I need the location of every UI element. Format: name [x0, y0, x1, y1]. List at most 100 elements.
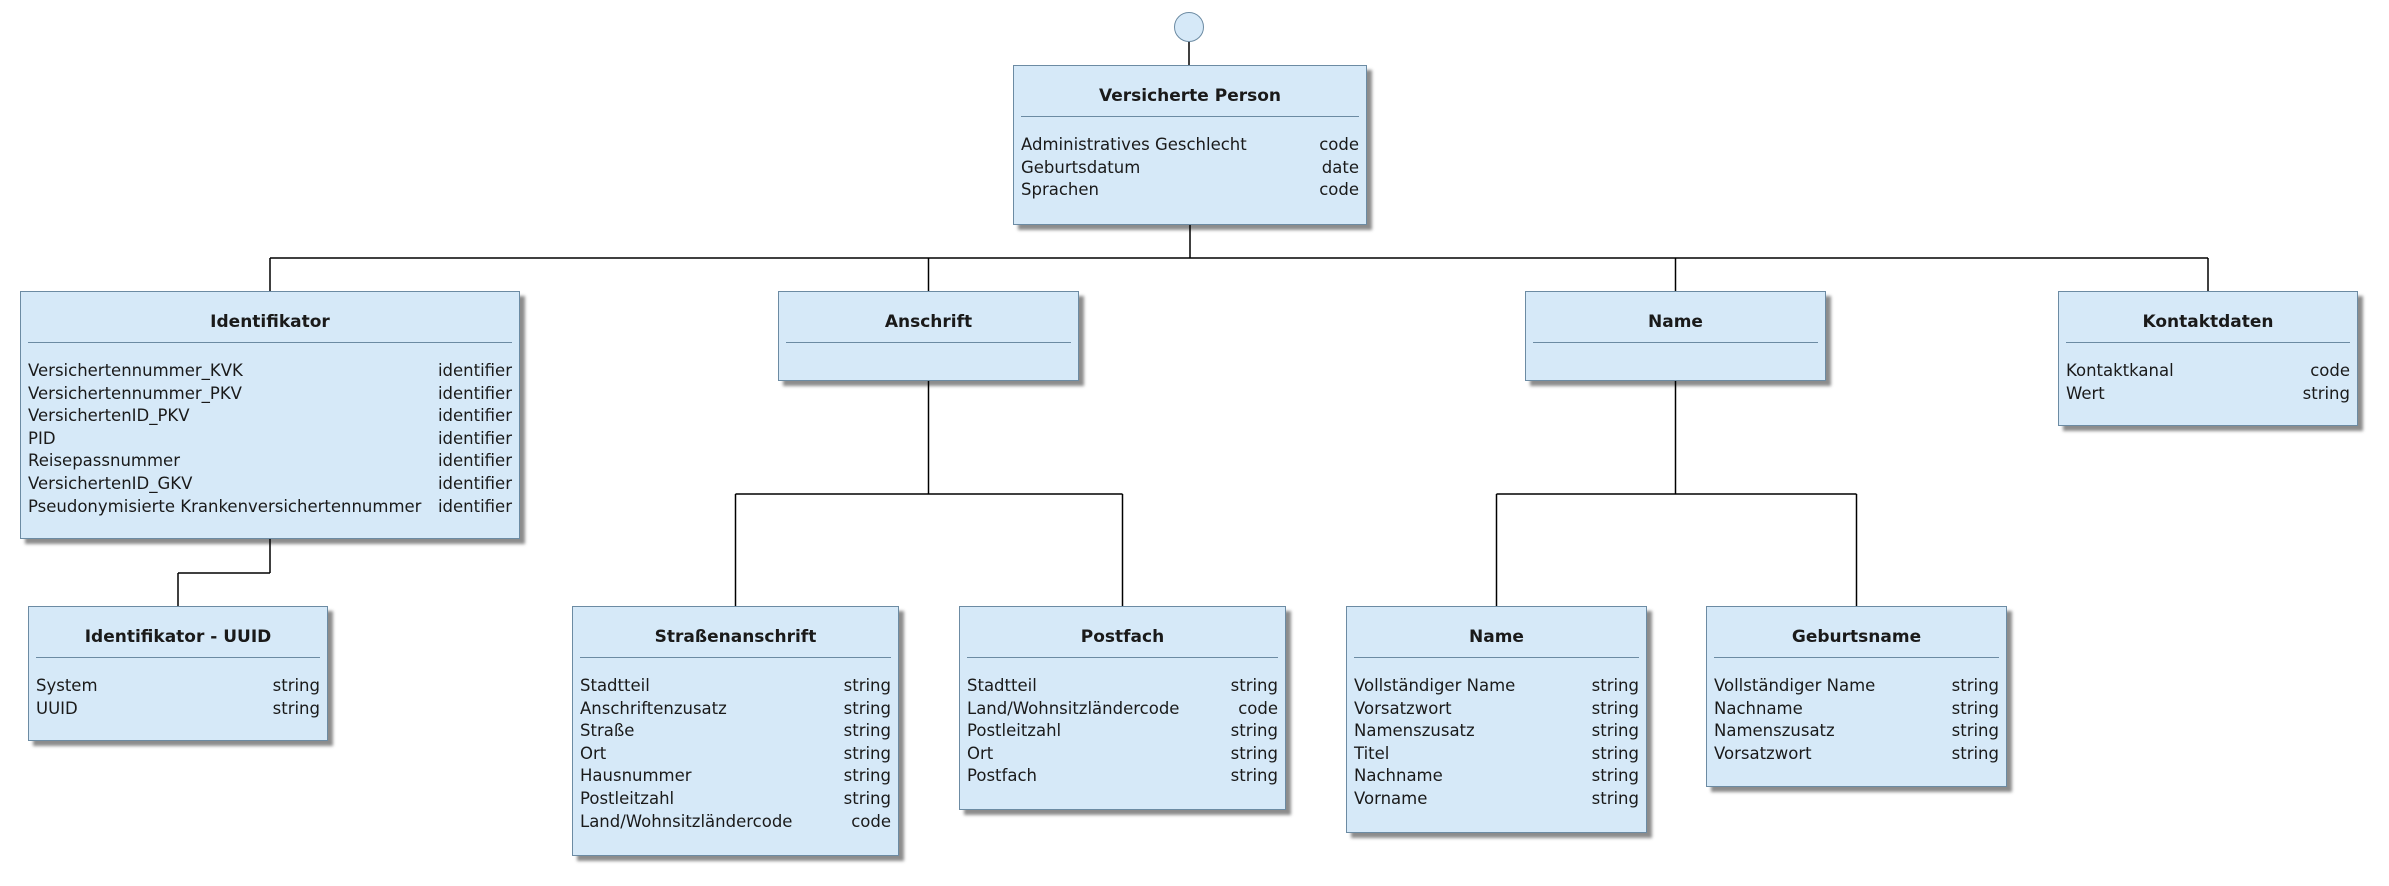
attribute-name: Postleitzahl [967, 721, 1062, 741]
attribute-type: string [1230, 721, 1278, 741]
class-anschrift[interactable]: Anschrift [778, 291, 1079, 381]
attribute-name: Vorname [1354, 788, 1428, 808]
attribute-type: string [843, 676, 891, 695]
attribute-row: Namenszusatz string [1354, 720, 1639, 743]
attribute-type: date [1321, 157, 1359, 177]
attribute-row: Vollständiger Name string [1714, 675, 1999, 698]
attribute-type: string [843, 698, 891, 718]
attribute-name: Vorsatzwort [1714, 743, 1812, 763]
attribute-name: PID [28, 428, 56, 448]
class-title: Identifikator [28, 312, 512, 343]
attribute-name: UUID [36, 698, 78, 718]
attribute-type: string [1591, 743, 1639, 763]
attribute-type: code [1319, 135, 1359, 154]
attribute-name: Namenszusatz [1354, 721, 1475, 741]
attribute-name: Reisepassnummer [28, 451, 180, 471]
attribute-row: Straße string [580, 720, 891, 743]
attribute-type: identifier [437, 473, 512, 493]
class-geburtsname[interactable]: Geburtsname Vollständiger Name string Nac… [1706, 606, 2007, 787]
attribute-name: Versichertennummer_KVK [28, 361, 243, 380]
class-title: Straßenanschrift [580, 627, 891, 658]
class-name[interactable]: Name [1525, 291, 1826, 381]
attribute-name: Vollständiger Name [1714, 676, 1876, 695]
attribute-name: Land/Wohnsitzländercode [967, 698, 1180, 718]
attribute-type: identifier [437, 406, 512, 426]
attribute-name: Postleitzahl [580, 788, 675, 808]
class-title: Anschrift [786, 312, 1071, 343]
attribute-row: Pseudonymisierte Krankenversichertennumm… [28, 496, 512, 519]
class-versicherte-person[interactable]: Versicherte Person Administratives Gesch… [1013, 65, 1367, 225]
attribute-type: string [1951, 721, 1999, 741]
attribute-name: Namenszusatz [1714, 721, 1835, 741]
attribute-name: Sprachen [1021, 180, 1099, 200]
class-title: Geburtsname [1714, 627, 1999, 658]
attribute-row: Namenszusatz string [1714, 720, 1999, 743]
attribute-type: string [1230, 676, 1278, 695]
attribute-row: Reisepassnummer identifier [28, 450, 512, 473]
root-circle-icon [1174, 12, 1204, 42]
attribute-name: System [36, 676, 98, 695]
attribute-row: Administratives Geschlecht code [1021, 134, 1359, 157]
attribute-row: Versichertennummer_KVK identifier [28, 360, 512, 383]
attribute-type: string [843, 743, 891, 763]
attribute-type: string [1591, 676, 1639, 695]
attribute-name: Pseudonymisierte Krankenversichertennumm… [28, 496, 422, 516]
attribute-name: Wert [2066, 383, 2105, 403]
attribute-name: Vollständiger Name [1354, 676, 1516, 695]
attribute-type: identifier [437, 383, 512, 403]
attribute-row: Vollständiger Name string [1354, 675, 1639, 698]
attribute-type: string [272, 676, 320, 695]
attribute-type: string [1591, 721, 1639, 741]
attribute-name: Administratives Geschlecht [1021, 135, 1247, 154]
attribute-type: string [1951, 676, 1999, 695]
attribute-type: identifier [437, 361, 512, 380]
attribute-name: Straße [580, 721, 635, 741]
attribute-row: Titel string [1354, 743, 1639, 766]
attribute-name: Land/Wohnsitzländercode [580, 811, 793, 831]
class-title: Kontaktdaten [2066, 312, 2350, 343]
attribute-type: string [843, 721, 891, 741]
attribute-name: Hausnummer [580, 766, 692, 786]
attribute-type: code [851, 811, 891, 831]
attribute-row: VersichertenID_PKV identifier [28, 405, 512, 428]
attribute-row: Anschriftenzusatz string [580, 698, 891, 721]
attribute-name: Nachname [1714, 698, 1803, 718]
attribute-name: Kontaktkanal [2066, 361, 2174, 380]
attribute-name: Geburtsdatum [1021, 157, 1141, 177]
attribute-name: Anschriftenzusatz [580, 698, 727, 718]
class-title: Postfach [967, 627, 1278, 658]
attribute-type: identifier [437, 451, 512, 471]
attribute-name: Titel [1354, 743, 1390, 763]
attribute-row: Vorname string [1354, 788, 1639, 811]
class-title: Name [1354, 627, 1639, 658]
attribute-type: string [1591, 766, 1639, 786]
attribute-name: VersichertenID_PKV [28, 406, 190, 426]
attribute-type: string [1591, 788, 1639, 808]
attribute-row: Land/Wohnsitzländercode code [580, 811, 891, 834]
attribute-type: string [1951, 743, 1999, 763]
attribute-type: string [1591, 698, 1639, 718]
attribute-name: Postfach [967, 766, 1037, 786]
attribute-type: string [1951, 698, 1999, 718]
